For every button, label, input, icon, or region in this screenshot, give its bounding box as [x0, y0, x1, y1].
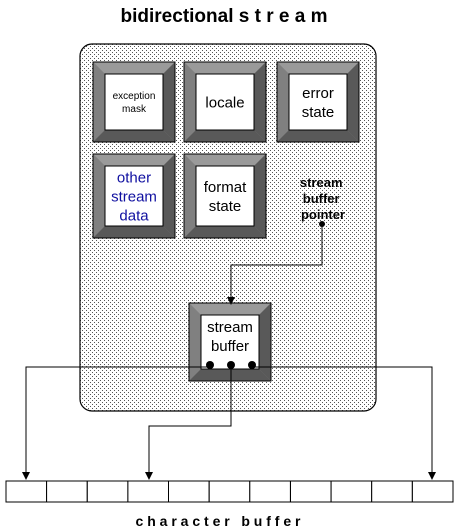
locale-box: locale — [183, 61, 267, 143]
stream-buffer-box: stream buffer — [188, 302, 272, 382]
character-buffer-cell — [371, 480, 413, 503]
box-label-line: exception — [113, 91, 156, 102]
current-pointer-line — [148, 365, 232, 474]
character-buffer-cell — [86, 480, 129, 503]
current-pointer-arrowhead — [145, 472, 153, 480]
pointer-label-line: pointer — [301, 207, 345, 222]
character-buffer-cell — [330, 480, 373, 503]
stream-buffer-pointer-label: stream buffer pointer — [300, 175, 346, 222]
pointer-label-line: stream — [300, 175, 343, 190]
error-state-label: error state — [302, 85, 335, 121]
end-pointer-line — [251, 365, 433, 474]
box-label-line: state — [209, 198, 242, 215]
box-label-line: buffer — [211, 338, 249, 355]
character-buffer-cell — [46, 480, 88, 503]
pointer-arrow-line — [230, 224, 323, 298]
pointer-label-line: buffer — [303, 191, 340, 206]
other-stream-data-box: other stream data — [92, 153, 176, 239]
character-buffer-cell — [249, 480, 291, 503]
box-label-line: error — [302, 85, 334, 102]
box-label-line: other — [117, 169, 151, 186]
diagram-title: bidirectional s t r e a m — [121, 6, 328, 27]
box-label-line: mask — [122, 104, 147, 115]
begin-pointer-line — [25, 365, 211, 474]
other-stream-data-label: other stream data — [111, 169, 157, 224]
box-label-line: state — [302, 104, 335, 121]
box-label-line: format — [204, 179, 247, 196]
error-state-box: error state — [276, 61, 360, 143]
format-state-label: format state — [204, 179, 247, 215]
locale-label: locale — [205, 94, 244, 111]
box-label-line: locale — [205, 94, 244, 111]
end-pointer-arrowhead — [428, 472, 436, 480]
component-boxes: exception mask locale error state other stream… — [92, 61, 360, 382]
box-label-line: data — [119, 207, 149, 224]
stream-buffer-label: stream buffer — [207, 319, 253, 355]
character-buffer-label: c h a r a c t e r b u f f e r — [136, 513, 301, 529]
character-buffer-cell — [127, 480, 169, 503]
character-buffer-cell — [5, 480, 48, 503]
character-buffer-cell — [208, 480, 251, 503]
exception-mask-label: exception mask — [113, 91, 156, 115]
character-buffer-cell — [411, 480, 454, 503]
exception-mask-box: exception mask — [92, 61, 176, 143]
format-state-box: format state — [183, 153, 267, 239]
box-label-line: stream — [207, 319, 253, 336]
box-label-line: stream — [111, 188, 157, 205]
character-buffer — [5, 480, 454, 503]
character-buffer-cell — [290, 480, 332, 503]
pointer-arrowhead — [227, 297, 235, 305]
character-buffer-cell — [168, 480, 210, 503]
begin-pointer-arrowhead — [22, 472, 30, 480]
